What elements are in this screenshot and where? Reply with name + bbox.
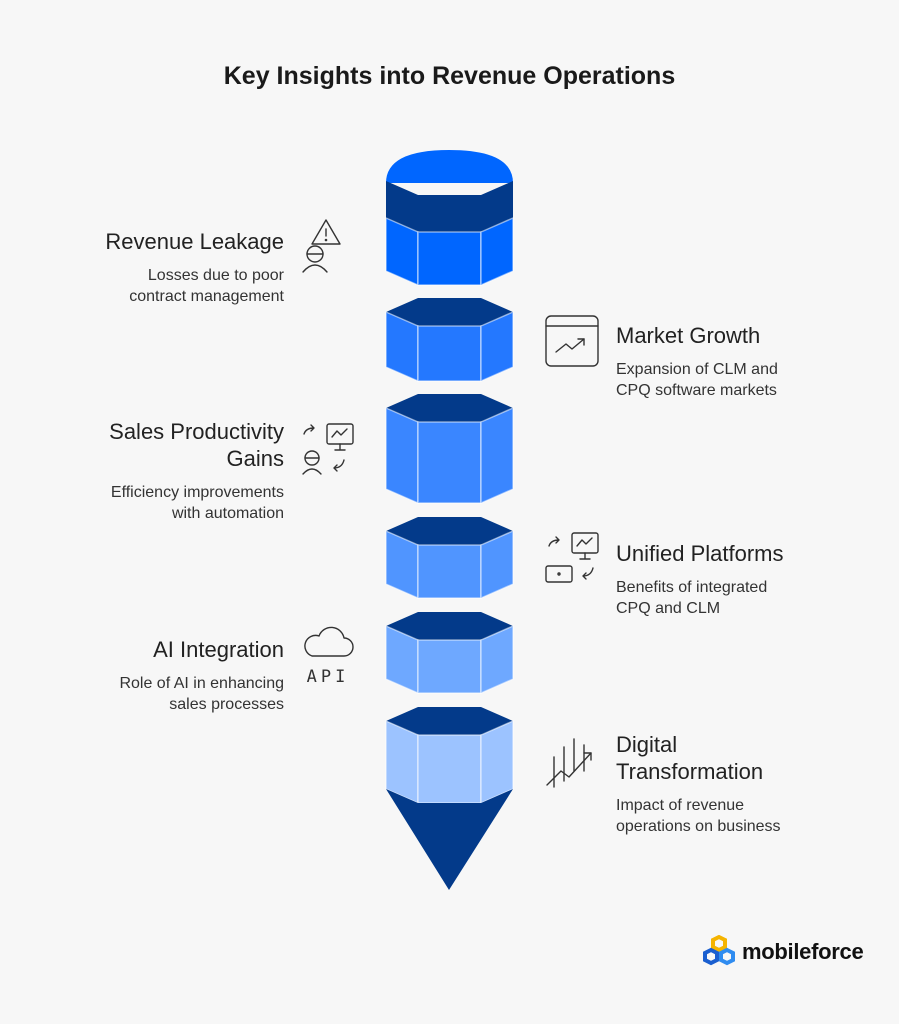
insight-desc-line: with automation <box>171 505 284 522</box>
pencil-segment-top <box>386 394 513 422</box>
pencil-segment-face <box>385 719 419 805</box>
pencil-segment-face <box>480 310 514 383</box>
insight-title: Transformation <box>616 759 764 784</box>
insight-desc-line: Efficiency improvements <box>110 484 284 501</box>
mobileforce-logo-icon <box>703 935 735 966</box>
insight-desc-line: contract management <box>129 288 284 305</box>
pencil-tip <box>386 789 513 890</box>
insight-revenue-leakage: Revenue Leakage Losses due to poor contra… <box>105 228 284 307</box>
mobileforce-logo: mobileforce <box>702 935 864 969</box>
cloud-api-icon: API <box>300 626 356 687</box>
insight-desc-line: Benefits of integrated <box>616 579 768 596</box>
pencil-segment-face <box>480 624 514 695</box>
insight-desc-line: operations on business <box>616 818 781 835</box>
device-sync-icon <box>543 530 603 591</box>
pencil-segment-face <box>417 325 482 382</box>
insight-desc-line: sales processes <box>169 696 284 713</box>
insight-unified-platforms: Unified Platforms Benefits of integrated… <box>616 540 784 619</box>
pencil-segment-face <box>417 544 482 599</box>
api-label: API <box>306 667 350 687</box>
insight-desc-line: Losses due to poor <box>147 267 284 284</box>
insight-desc-line: CPQ and CLM <box>616 600 721 617</box>
insight-title: Gains <box>226 446 284 471</box>
chart-growth-icon <box>544 314 600 373</box>
pencil-segment-face <box>385 406 419 505</box>
pencil-segment-face <box>480 216 514 287</box>
pencil-segment-face <box>417 421 482 504</box>
pencil-segment-face <box>480 406 514 505</box>
pencil-segment-top <box>386 707 513 735</box>
pencil-segment-face <box>480 719 514 805</box>
logo-text: mobileforce <box>742 939 864 964</box>
pencil-ferrule <box>386 181 513 232</box>
insight-desc-line: Expansion of CLM and <box>616 361 778 378</box>
insight-title: Revenue Leakage <box>105 229 284 254</box>
pencil-segment-top <box>386 298 513 326</box>
insight-title: AI Integration <box>153 637 284 662</box>
insight-ai-integration: AI Integration Role of AI in enhancing sa… <box>119 636 284 715</box>
pencil-segment-top <box>386 517 513 545</box>
page-title: Key Insights into Revenue Operations <box>223 62 676 90</box>
trend-chart-icon <box>544 735 602 796</box>
pencil-segment-top <box>386 612 513 640</box>
person-warning-icon <box>298 216 358 279</box>
pencil-segment-face <box>417 639 482 694</box>
insight-title: Sales Productivity <box>109 419 284 444</box>
person-monitor-icon <box>300 420 358 483</box>
pencil-segment-face <box>417 734 482 804</box>
pencil-segment-face <box>480 529 514 600</box>
insight-desc-line: Role of AI in enhancing <box>119 675 284 692</box>
pencil-eraser <box>386 150 513 183</box>
pencil-segment-face <box>417 231 482 286</box>
insight-title: Digital <box>616 732 678 757</box>
insight-title: Unified Platforms <box>616 541 784 566</box>
insight-desc-line: CPQ software markets <box>616 382 777 399</box>
insight-desc-line: Impact of revenue <box>616 797 745 814</box>
insight-title: Market Growth <box>616 323 761 348</box>
